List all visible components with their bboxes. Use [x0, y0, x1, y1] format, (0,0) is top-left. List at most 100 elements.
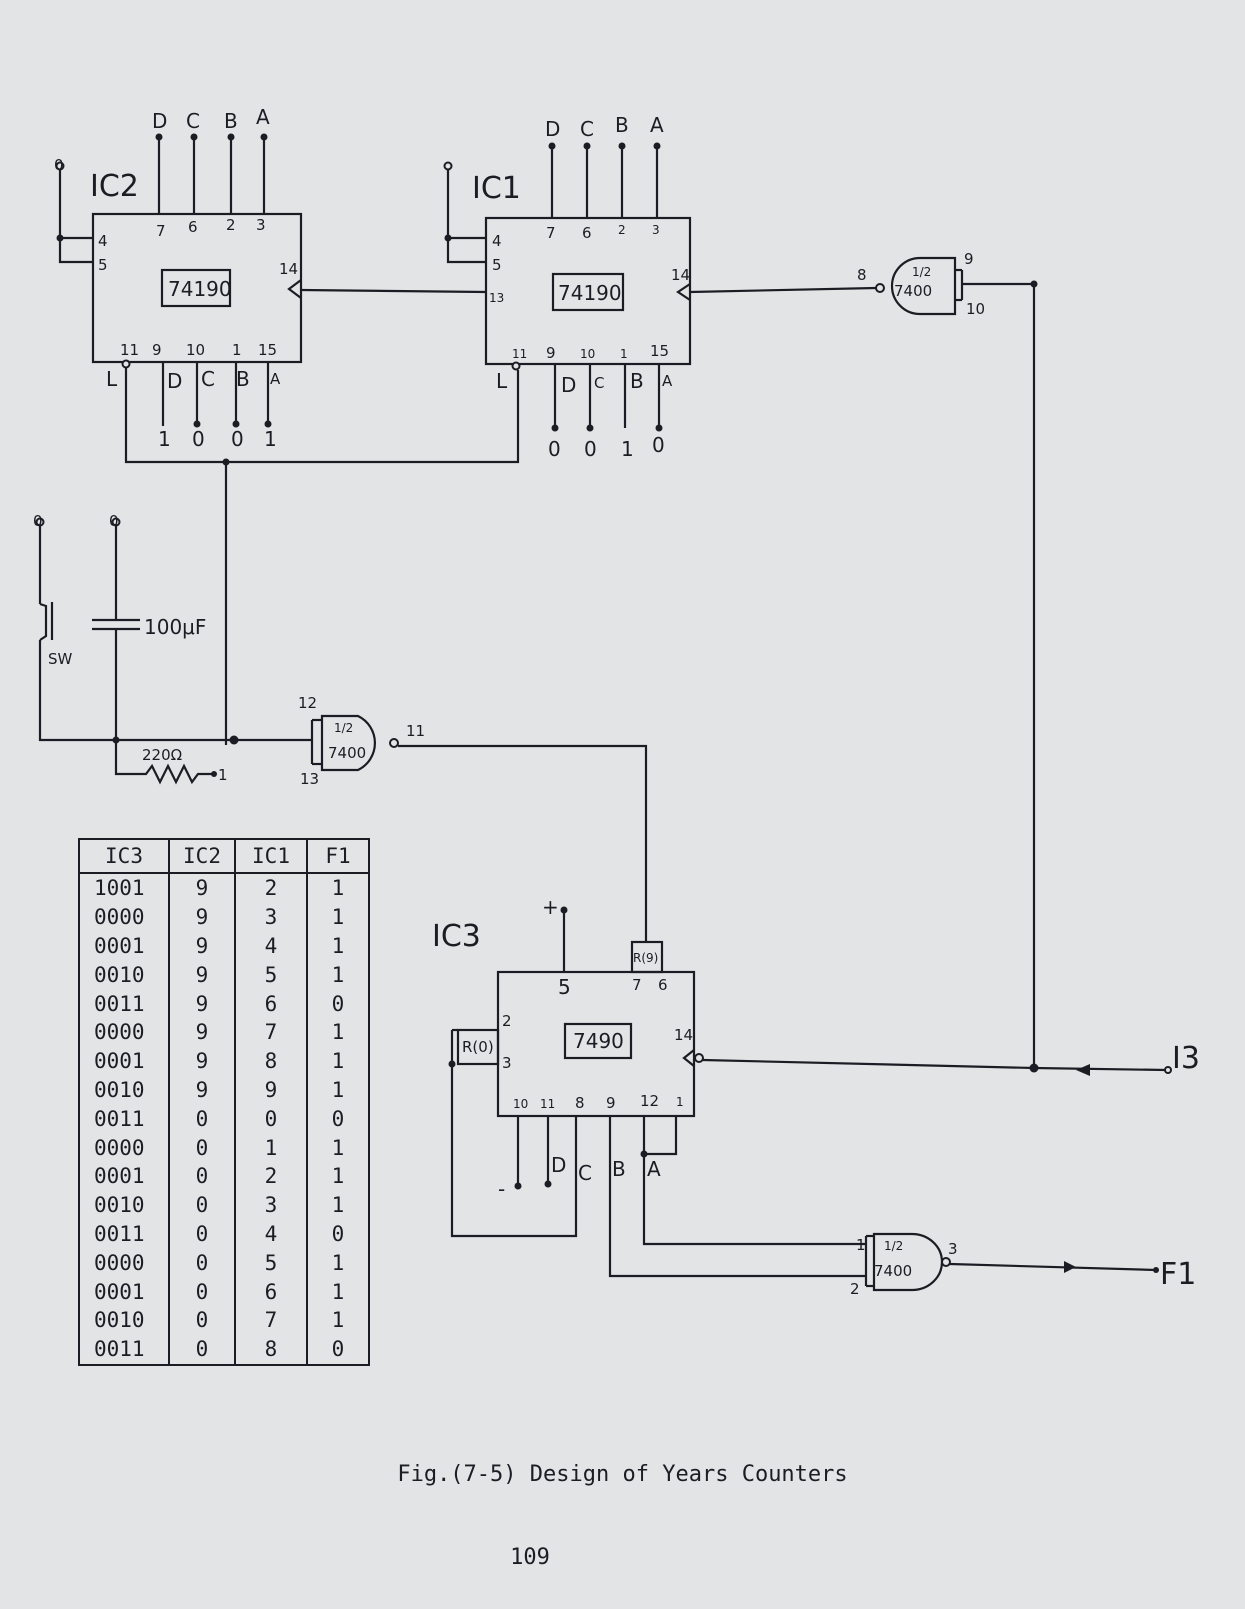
table-cell: 0	[168, 1334, 236, 1365]
table-cell: 1	[306, 902, 370, 932]
table-cell: 0	[168, 1190, 236, 1220]
svg-text:3: 3	[948, 1240, 958, 1258]
svg-text:A: A	[270, 370, 281, 388]
table-cell: 3	[234, 1190, 308, 1220]
svg-text:11: 11	[512, 347, 527, 361]
svg-text:8: 8	[857, 266, 867, 284]
svg-text:6: 6	[582, 224, 592, 242]
input-signal-i3: I3	[1172, 1041, 1200, 1076]
svg-text:0: 0	[109, 512, 119, 530]
table-cell: 7	[234, 1305, 308, 1335]
table-cell: 9	[168, 873, 236, 903]
svg-text:10: 10	[966, 300, 985, 318]
table-cell: 2	[234, 873, 308, 903]
ic2-preset-c: 0	[192, 427, 205, 451]
svg-text:10: 10	[186, 341, 205, 359]
ic1-preset-b: 1	[621, 437, 634, 461]
table-cell: 0000	[78, 902, 170, 932]
svg-text:15: 15	[650, 342, 669, 360]
ic1-load: L	[496, 369, 508, 393]
table-cell: 0010	[78, 1075, 170, 1105]
table-cell: 0	[306, 1104, 370, 1134]
table-cell: 9	[168, 960, 236, 990]
svg-text:1/2: 1/2	[884, 1239, 903, 1253]
ic2-in-a: A	[256, 105, 270, 129]
ic3-label: IC3	[432, 919, 481, 954]
svg-text:14: 14	[279, 260, 298, 278]
svg-text:7: 7	[156, 222, 166, 240]
table-cell: 9	[168, 902, 236, 932]
table-cell: 1	[306, 931, 370, 961]
svg-text:D: D	[545, 117, 560, 141]
table-cell: 5	[234, 1248, 308, 1278]
svg-text:9: 9	[606, 1094, 616, 1112]
ic3-chip: IC3 7490 R(9) + 5 7 6 R(0) 2 3 14 10 11 …	[432, 895, 866, 1278]
svg-text:10: 10	[580, 347, 595, 361]
table-cell: 9	[168, 931, 236, 961]
svg-text:5: 5	[492, 256, 502, 274]
svg-text:11: 11	[120, 341, 139, 359]
svg-text:B: B	[615, 113, 629, 137]
table-cell: 1	[306, 1075, 370, 1105]
table-header-row: IC3 IC2 IC1 F1	[78, 839, 370, 874]
table-cell: 1	[306, 960, 370, 990]
svg-text:13: 13	[300, 770, 319, 788]
svg-text:D: D	[561, 373, 576, 397]
table-cell: 1	[306, 1133, 370, 1162]
svg-text:11: 11	[540, 1097, 555, 1111]
svg-text:A: A	[647, 1157, 661, 1181]
table-cell: 6	[234, 1277, 308, 1306]
table-cell: 1	[306, 873, 370, 903]
svg-text:12: 12	[298, 694, 317, 712]
svg-text:3: 3	[502, 1054, 512, 1072]
svg-text:4: 4	[492, 232, 502, 250]
svg-text:6: 6	[658, 976, 668, 994]
ic1-label: IC1	[472, 171, 521, 206]
output-signal-f1: F1	[1160, 1257, 1196, 1292]
power-on-reset: 0 0 SW 100μF 220Ω 1	[33, 512, 239, 785]
svg-text:1: 1	[232, 341, 242, 359]
ic1-preset-d: 0	[548, 437, 561, 461]
table-cell: 5	[234, 960, 308, 990]
svg-text:3: 3	[256, 216, 266, 234]
table-cell: 6	[234, 989, 308, 1018]
svg-text:9: 9	[152, 341, 162, 359]
svg-text:8: 8	[575, 1094, 585, 1112]
table-cell: 0011	[78, 989, 170, 1018]
svg-text:5: 5	[98, 256, 108, 274]
capacitor-label: 100μF	[144, 615, 206, 639]
svg-text:7: 7	[632, 976, 642, 994]
table-cell: 0	[234, 1104, 308, 1134]
table-cell: 1	[306, 1248, 370, 1278]
table-cell: 9	[168, 1075, 236, 1105]
table-cell: 0	[168, 1305, 236, 1335]
table-cell: 0	[168, 1277, 236, 1306]
svg-text:C: C	[594, 374, 604, 392]
svg-text:3: 3	[652, 223, 660, 237]
nand-gate-middle: 1/2 7400 12 13 11	[234, 694, 425, 788]
table-cell: 1	[234, 1133, 308, 1162]
ic2-preset-d: 1	[158, 427, 171, 451]
table-cell: 0011	[78, 1104, 170, 1134]
figure-caption: Fig.(7-5) Design of Years Counters	[397, 1462, 848, 1487]
table-cell: 0	[306, 1334, 370, 1365]
svg-text:D: D	[551, 1153, 566, 1177]
svg-text:1: 1	[856, 1236, 866, 1254]
switch-label: SW	[48, 650, 73, 668]
svg-text:A: A	[662, 372, 673, 390]
svg-text:-: -	[498, 1177, 505, 1201]
table-cell: 9	[168, 989, 236, 1018]
table-cell: 1	[306, 1305, 370, 1335]
svg-text:9: 9	[546, 344, 556, 362]
ic2-in-d: D	[152, 109, 167, 133]
ic2-preset-b: 0	[231, 427, 244, 451]
table-cell: 4	[234, 931, 308, 961]
table-cell: 1001	[78, 873, 170, 903]
header-f1: F1	[306, 839, 370, 874]
